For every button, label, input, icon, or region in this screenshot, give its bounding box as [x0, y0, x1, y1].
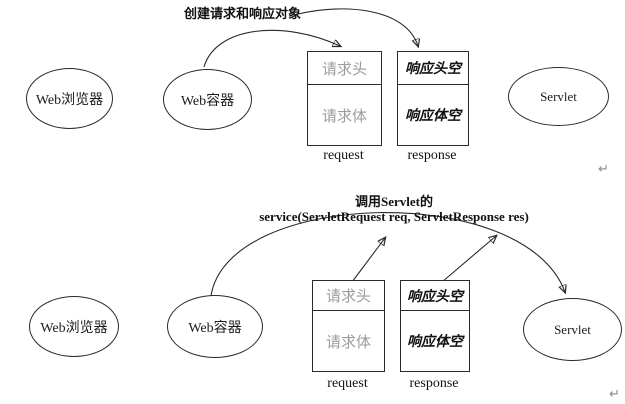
- invoke-service-line2: service(ServletRequest req, ServletRespo…: [259, 209, 529, 224]
- web-container-ellipse-top: Web容器: [163, 69, 252, 130]
- web-container-ellipse-bottom: Web容器: [167, 295, 263, 358]
- create-arrow-to-response: [297, 8, 418, 46]
- response-caption-bottom: response: [409, 376, 459, 391]
- request-caption-bottom: request: [327, 376, 368, 391]
- invoke-arc-container-to-servlet: [210, 212, 565, 297]
- request-box-top: 请求头 请求体: [307, 51, 382, 146]
- request-header-cell-bottom: 请求头: [313, 281, 384, 311]
- response-to-service-arrow: [441, 236, 496, 283]
- paragraph-return-icon: ↵: [598, 162, 609, 177]
- paragraph-return-icon: ↵: [609, 387, 620, 402]
- web-container-label-bottom: Web容器: [188, 320, 242, 336]
- response-body-cell-top: 响应体空: [405, 109, 461, 124]
- request-to-service-arrow: [351, 238, 385, 283]
- web-browser-label-top: Web浏览器: [35, 92, 104, 108]
- response-header-cell-bottom: 响应头空: [401, 281, 469, 311]
- request-box-bottom: 请求头 请求体: [312, 280, 385, 372]
- servlet-ellipse-top: Servlet: [508, 67, 609, 126]
- servlet-ellipse-bottom: Servlet: [523, 298, 622, 361]
- request-body-cell-top: 请求体: [321, 108, 367, 125]
- create-objects-label: 创建请求和响应对象: [184, 6, 302, 21]
- web-browser-label-bottom: Web浏览器: [40, 320, 108, 336]
- response-header-cell-top: 响应头空: [398, 52, 468, 85]
- invoke-service-label: 调用Servlet的 service(ServletRequest req, S…: [256, 194, 532, 224]
- request-header-cell-top: 请求头: [308, 52, 381, 85]
- web-browser-ellipse-bottom: Web浏览器: [29, 296, 119, 357]
- invoke-service-line1: 调用Servlet的: [355, 194, 433, 209]
- web-container-label-top: Web容器: [180, 93, 235, 109]
- response-box-top: 响应头空 响应体空: [397, 51, 469, 146]
- web-browser-ellipse-top: Web浏览器: [26, 68, 113, 129]
- request-caption-top: request: [323, 148, 364, 163]
- request-body-cell-bottom: 请求体: [325, 334, 371, 351]
- response-body-cell-bottom: 响应体空: [407, 335, 463, 350]
- response-caption-top: response: [407, 148, 457, 163]
- servlet-label-top: Servlet: [540, 88, 577, 104]
- response-box-bottom: 响应头空 响应体空: [400, 280, 470, 372]
- servlet-label-bottom: Servlet: [554, 321, 591, 337]
